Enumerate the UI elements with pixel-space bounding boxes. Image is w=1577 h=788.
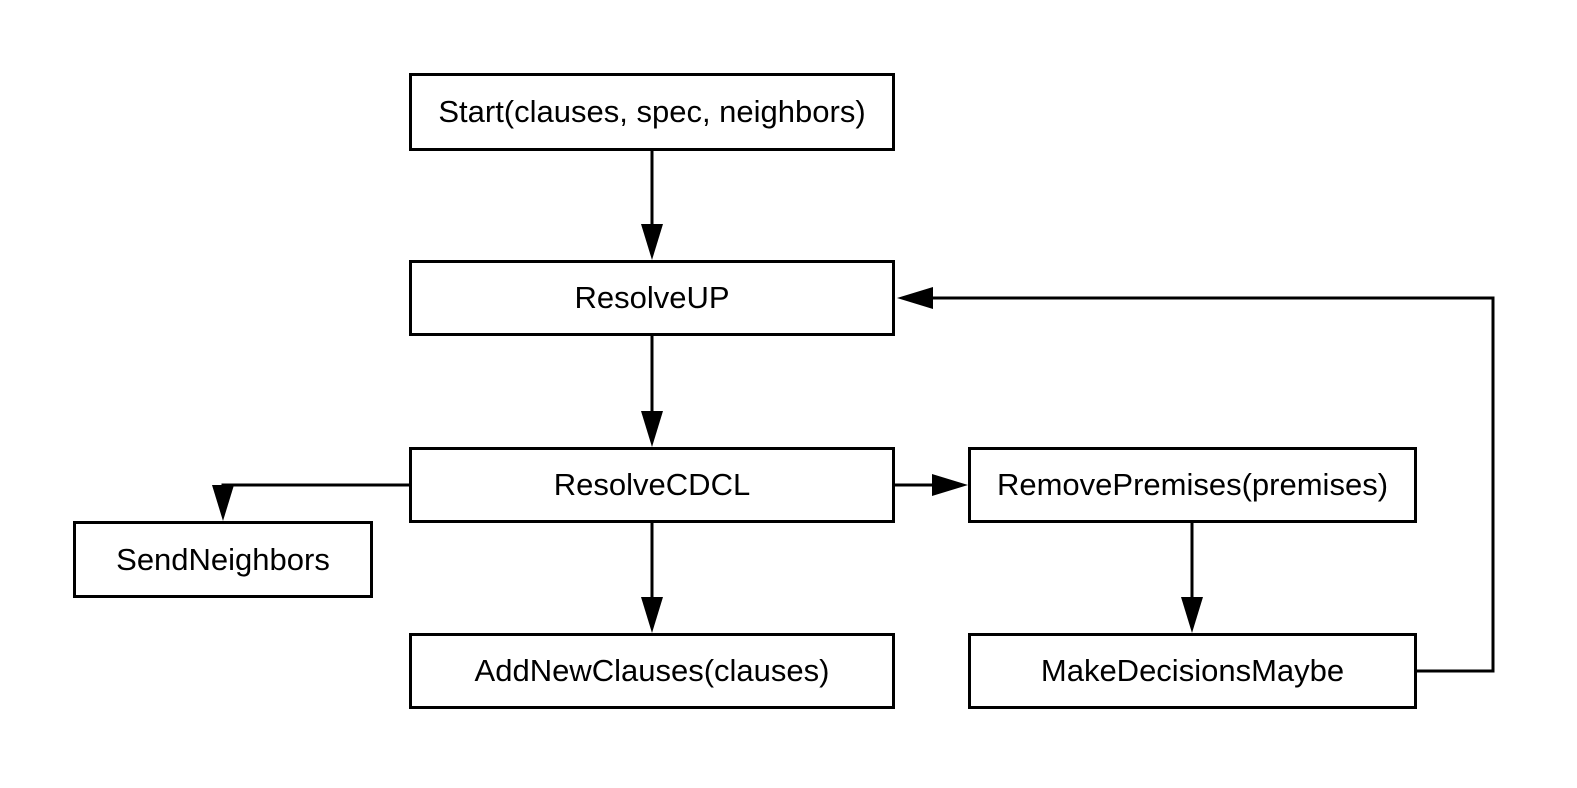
remove-premises-node: RemovePremises(premises) <box>968 447 1417 523</box>
add-new-clauses-node: AddNewClauses(clauses) <box>409 633 895 709</box>
make-decisions-maybe-node: MakeDecisionsMaybe <box>968 633 1417 709</box>
edge-make-decisions-maybe-to-resolve-up <box>897 287 1495 673</box>
resolve-up-node-label: ResolveUP <box>574 280 730 315</box>
remove-premises-node-label: RemovePremises(premises) <box>996 467 1389 502</box>
resolve-up-node: ResolveUP <box>409 260 895 336</box>
edge-resolve-up-to-resolve-cdcl <box>641 336 663 447</box>
resolve-cdcl-node: ResolveCDCL <box>409 447 895 523</box>
edge-resolve-cdcl-to-remove-premises <box>895 474 968 496</box>
edge-start-to-resolve-up <box>641 151 663 260</box>
make-decisions-maybe-node-label: MakeDecisionsMaybe <box>1040 653 1345 688</box>
start-node-label: Start(clauses, spec, neighbors) <box>438 94 866 129</box>
resolve-cdcl-node-label: ResolveCDCL <box>553 467 751 502</box>
start-node: Start(clauses, spec, neighbors) <box>409 73 895 151</box>
edge-resolve-cdcl-to-add-new-clauses <box>641 523 663 633</box>
add-new-clauses-node-label: AddNewClauses(clauses) <box>474 653 830 688</box>
send-neighbors-node: SendNeighbors <box>73 521 373 598</box>
send-neighbors-node-label: SendNeighbors <box>116 541 330 577</box>
edge-resolve-cdcl-to-send-neighbors <box>212 483 409 521</box>
edge-remove-premises-to-make-decisions-maybe <box>1181 523 1203 633</box>
